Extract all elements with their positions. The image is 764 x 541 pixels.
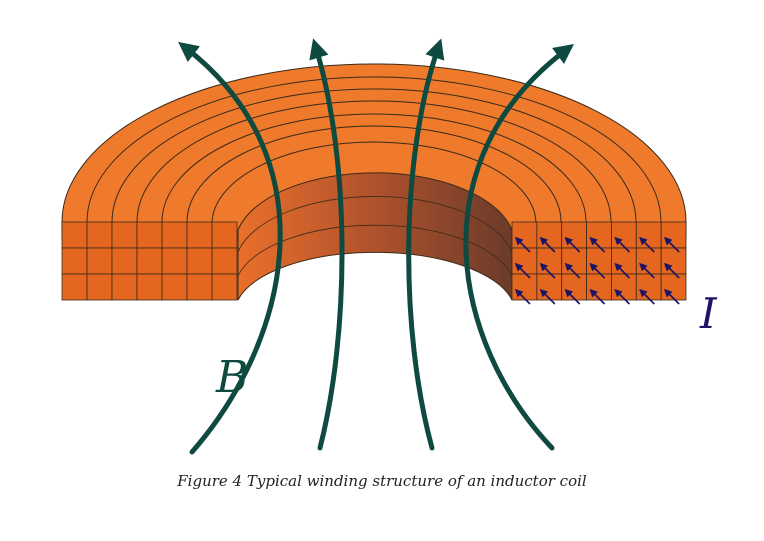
winding-cell — [611, 247, 637, 275]
winding-rings — [86, 76, 662, 225]
winding-cell — [586, 247, 612, 275]
current-arrow-icon — [589, 288, 606, 305]
current-arrow-icon — [589, 262, 606, 279]
current-arrow-icon — [589, 236, 606, 253]
winding-cell — [586, 273, 612, 301]
current-arrow-icon — [639, 262, 655, 279]
winding-cell — [635, 221, 662, 249]
winding-cell — [136, 273, 163, 301]
winding-cell — [136, 247, 163, 275]
field-line-3 — [406, 38, 445, 451]
current-arrow-icon — [564, 236, 581, 253]
winding-cell — [511, 273, 538, 301]
current-arrow-icon — [614, 262, 630, 279]
winding-cell — [136, 221, 163, 249]
winding-cell — [586, 221, 612, 249]
current-arrow-icon — [614, 288, 630, 305]
winding-cell — [635, 273, 662, 301]
winding-cell — [511, 221, 538, 249]
winding-cell — [536, 273, 563, 301]
winding-cell — [111, 273, 138, 301]
current-arrow-icon — [664, 262, 680, 279]
current-arrow-icon — [639, 288, 655, 305]
current-arrow-icon — [514, 236, 531, 253]
winding-cell — [186, 221, 213, 249]
current-arrow-icon — [539, 236, 556, 253]
field-line-2 — [309, 38, 345, 451]
field-line-1 — [178, 41, 283, 455]
winding-cell — [86, 247, 113, 275]
winding-cell — [111, 247, 138, 275]
winding-cell — [186, 273, 213, 301]
current-arrow-icon — [539, 288, 556, 305]
winding-cell — [660, 247, 687, 275]
coil-right-cross-section — [511, 221, 687, 301]
current-arrow-icon — [614, 236, 630, 253]
winding-cell — [86, 221, 113, 249]
winding-cell — [561, 247, 587, 275]
winding-cell — [536, 221, 563, 249]
winding-cell — [611, 221, 637, 249]
coil-left-cross-section — [61, 221, 238, 301]
winding-cell — [161, 247, 188, 275]
winding-cell — [660, 221, 687, 249]
winding-cell — [86, 273, 113, 301]
winding-cell — [611, 273, 637, 301]
winding-cell — [635, 247, 662, 275]
label-field-b: B — [215, 352, 248, 403]
winding-cell — [211, 247, 238, 275]
current-arrows — [514, 236, 680, 305]
winding-cell — [111, 221, 138, 249]
label-current-i: I — [699, 289, 718, 338]
winding-cell — [61, 221, 88, 249]
winding-cell — [61, 273, 88, 301]
winding-cell — [561, 221, 587, 249]
current-arrow-icon — [514, 262, 531, 279]
winding-cell — [61, 247, 88, 275]
winding-cell — [161, 273, 188, 301]
current-arrow-icon — [664, 288, 680, 305]
magnetic-field-lines — [178, 38, 574, 455]
current-arrow-icon — [539, 262, 556, 279]
winding-cell — [511, 247, 538, 275]
inner-wall-lines — [237, 196, 513, 277]
current-arrow-icon — [664, 236, 680, 253]
winding-cell — [536, 247, 563, 275]
winding-cell — [186, 247, 213, 275]
current-arrow-icon — [639, 236, 655, 253]
current-arrow-icon — [564, 288, 581, 305]
figure-caption: Figure 4 Typical winding structure of an… — [177, 472, 587, 490]
winding-cell — [161, 221, 188, 249]
winding-cell — [660, 273, 687, 301]
field-line-4 — [463, 43, 574, 451]
winding-cell — [211, 221, 238, 249]
winding-cell — [561, 273, 587, 301]
current-arrow-icon — [564, 262, 581, 279]
current-arrow-icon — [514, 288, 531, 305]
winding-cell — [211, 273, 238, 301]
